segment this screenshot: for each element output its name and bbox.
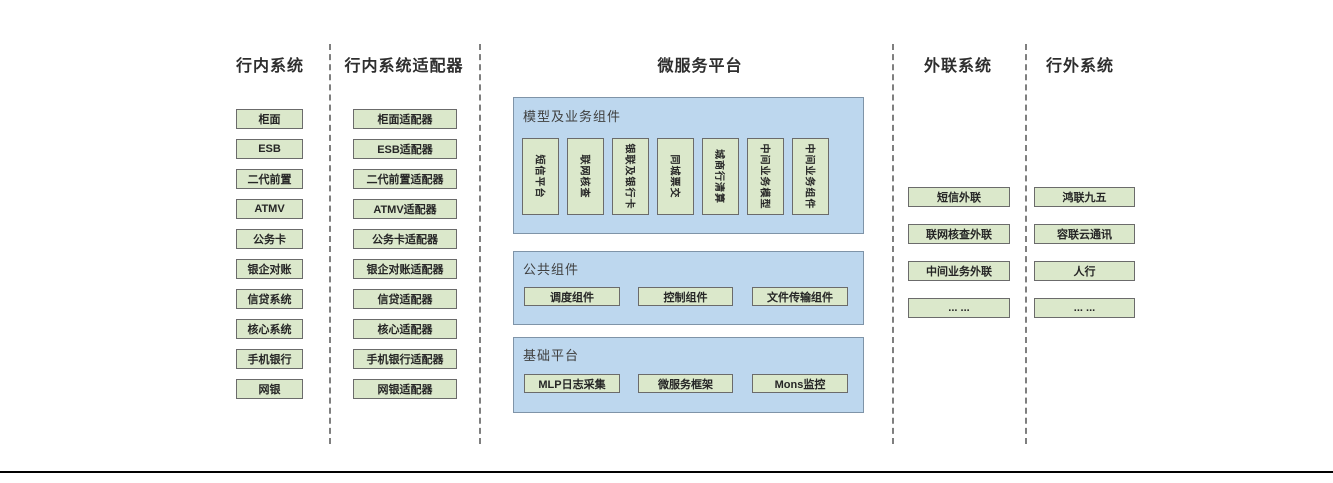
outside-system-node: ... ... [1034, 298, 1135, 318]
adapter-node: 柜面适配器 [353, 109, 457, 129]
model-component-node: 中间业务模型 [747, 138, 784, 215]
adapter-node: 核心适配器 [353, 319, 457, 339]
model-component-node: 中间业务组件 [792, 138, 829, 215]
column-separator [1025, 44, 1027, 444]
adapter-node: 网银适配器 [353, 379, 457, 399]
common-component-node: 调度组件 [524, 287, 620, 306]
model-component-node: 同城票交 [657, 138, 694, 215]
model-component-label: 联网核查 [578, 154, 589, 199]
outside-system-node: 容联云通讯 [1034, 224, 1135, 244]
adapter-node: 公务卡适配器 [353, 229, 457, 249]
inbank-system-node: 柜面 [236, 109, 303, 129]
adapter-node: ATMV适配器 [353, 199, 457, 219]
base-platform-node: MLP日志采集 [524, 374, 620, 393]
inbank-system-node: 核心系统 [236, 319, 303, 339]
inbank-system-node: 手机银行 [236, 349, 303, 369]
model-component-label: 城商行清算 [713, 149, 724, 204]
common-component-node: 控制组件 [638, 287, 733, 306]
adapter-node: 银企对账适配器 [353, 259, 457, 279]
common-component-node: 文件传输组件 [752, 287, 848, 306]
column-header-microservice: 微服务平台 [657, 58, 743, 75]
inbank-system-node: 银企对账 [236, 259, 303, 279]
column-header-inbank: 行内系统 [235, 58, 304, 75]
external-link-node: 中间业务外联 [908, 261, 1010, 281]
model-component-node: 联网核查 [567, 138, 604, 215]
column-header-adapters: 行内系统适配器 [344, 58, 464, 75]
model-component-label: 银联及银行卡 [623, 143, 634, 210]
adapter-node: 信贷适配器 [353, 289, 457, 309]
model-component-node: 城商行清算 [702, 138, 739, 215]
column-header-external: 外联系统 [923, 58, 992, 75]
base-platform-node: Mons监控 [752, 374, 848, 393]
inbank-system-node: 网银 [236, 379, 303, 399]
section-label-common: 公共组件 [523, 262, 580, 277]
inbank-system-node: ATMV [236, 199, 303, 219]
bottom-divider [0, 471, 1333, 473]
column-header-outside: 行外系统 [1045, 58, 1114, 75]
adapter-node: 手机银行适配器 [353, 349, 457, 369]
external-link-node: 短信外联 [908, 187, 1010, 207]
inbank-system-node: 信贷系统 [236, 289, 303, 309]
inbank-system-node: ESB [236, 139, 303, 159]
external-link-node: 联网核查外联 [908, 224, 1010, 244]
model-component-label: 同城票交 [668, 154, 679, 199]
adapter-node: ESB适配器 [353, 139, 457, 159]
column-separator [892, 44, 894, 444]
model-component-label: 中间业务组件 [803, 143, 814, 210]
base-platform-node: 微服务框架 [638, 374, 733, 393]
inbank-system-node: 二代前置 [236, 169, 303, 189]
model-component-label: 中间业务模型 [758, 143, 769, 210]
section-label-base: 基础平台 [523, 348, 580, 363]
adapter-node: 二代前置适配器 [353, 169, 457, 189]
section-label-model: 模型及业务组件 [523, 109, 622, 124]
model-component-label: 短信平台 [533, 154, 544, 199]
column-separator [329, 44, 331, 444]
model-component-node: 短信平台 [522, 138, 559, 215]
outside-system-node: 鸿联九五 [1034, 187, 1135, 207]
outside-system-node: 人行 [1034, 261, 1135, 281]
inbank-system-node: 公务卡 [236, 229, 303, 249]
external-link-node: ... ... [908, 298, 1010, 318]
column-separator [479, 44, 481, 444]
model-component-node: 银联及银行卡 [612, 138, 649, 215]
